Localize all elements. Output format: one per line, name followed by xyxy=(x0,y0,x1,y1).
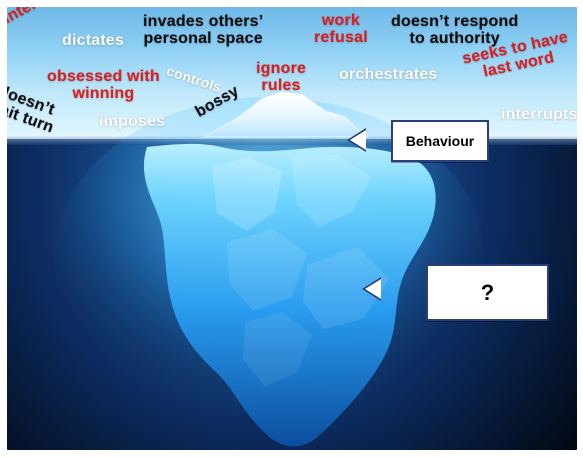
question-label: ? xyxy=(480,279,495,305)
slide-canvas: interrupt dictates invades others’ perso… xyxy=(7,7,577,450)
word-work-refusal: work refusal xyxy=(314,12,368,46)
word-doesnt-respond: doesn’t respond to authority xyxy=(391,13,519,47)
word-interrupts: interrupts xyxy=(501,106,577,123)
iceberg-illustration xyxy=(54,91,484,447)
iceberg-underwater xyxy=(143,143,436,447)
word-invades-personal-space: invades others’ personal space xyxy=(143,13,264,47)
iceberg-facet-5 xyxy=(243,312,312,387)
word-dictates: dictates xyxy=(62,32,125,49)
word-imposes: imposes xyxy=(99,113,166,130)
word-orchestrates: orchestrates xyxy=(339,66,438,83)
word-obsessed-with-winning: obsessed with winning xyxy=(47,68,160,102)
behaviour-label: Behaviour xyxy=(405,133,475,149)
question-arrow xyxy=(365,279,381,299)
iceberg-facet-4 xyxy=(303,247,389,329)
behaviour-callout: Behaviour xyxy=(391,120,489,162)
iceberg-facet-2 xyxy=(291,155,372,227)
iceberg-facet-3 xyxy=(227,229,307,311)
question-callout: ? xyxy=(426,264,549,321)
iceberg-facet-1 xyxy=(212,157,282,231)
behaviour-arrow xyxy=(350,130,366,150)
word-ignore-rules: ignore rules xyxy=(256,60,307,94)
